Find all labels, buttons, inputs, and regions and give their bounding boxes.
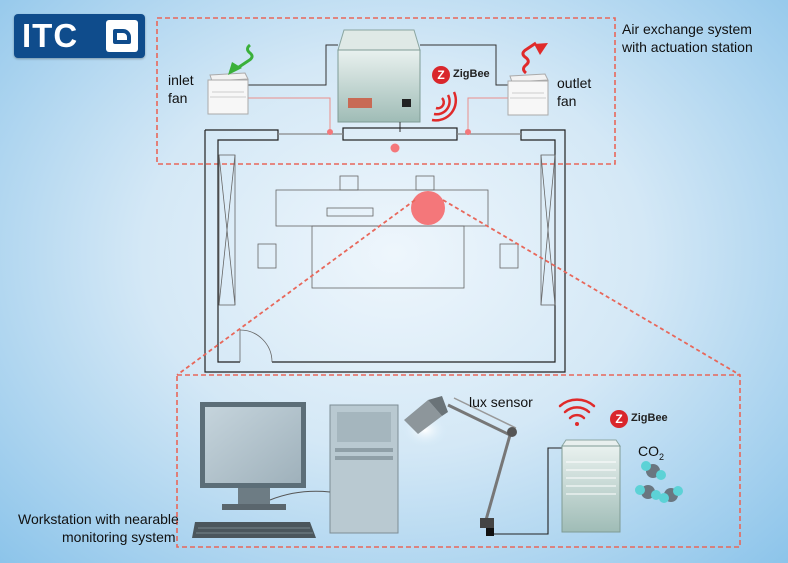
outlet-label-line2: fan (557, 93, 577, 109)
itc-logo: ITC (14, 14, 145, 58)
air-sensor-dot (390, 143, 400, 153)
zigbee-logo-icon: Z ZigBee (432, 66, 490, 84)
logo-mark-icon (106, 20, 138, 52)
keyboard (192, 522, 316, 538)
computer-monitor (200, 402, 306, 510)
room-furniture (218, 154, 556, 363)
lux-sensor-label: lux sensor (469, 394, 533, 410)
outlet-arrow-icon (521, 41, 537, 75)
logo-text: ITC (22, 17, 79, 54)
air-system-frame (156, 17, 616, 165)
air-system-label-line2: with actuation station (622, 39, 753, 55)
outlet-label-line1: outlet (557, 75, 592, 91)
co2-label: CO2 (638, 443, 664, 466)
wifi-signal-icon (558, 398, 596, 426)
inlet-label-line1: inlet (168, 72, 194, 88)
zoom-line-right (442, 199, 741, 376)
monitoring-device (561, 439, 621, 533)
inlet-label-line2: fan (168, 90, 188, 106)
zigbee-label-top: ZigBee (453, 68, 490, 80)
inlet-arrow-icon (235, 43, 254, 71)
co2-molecules-icon (635, 461, 683, 503)
inlet-fan (207, 72, 249, 115)
outlet-fan (507, 73, 549, 116)
workstation-label-line2: monitoring system (62, 529, 176, 545)
workstation-location-dot (411, 191, 445, 225)
co2-label-text: CO (638, 443, 659, 459)
pc-cable (269, 490, 331, 501)
air-sensor-dot (465, 129, 471, 135)
zoom-line-left (176, 199, 416, 376)
actuation-station (337, 29, 421, 123)
wifi-signal-icon (431, 91, 458, 122)
sensor-cable (494, 447, 566, 535)
air-system-label-line1: Air exchange system (622, 21, 752, 37)
workstation-frame (176, 374, 741, 548)
zigbee-label-bottom: ZigBee (631, 412, 668, 424)
workstation-label-line1: Workstation with nearable (18, 511, 179, 527)
control-wires (248, 44, 510, 132)
co2-label-subscript: 2 (659, 451, 665, 462)
desk-lamp (404, 396, 517, 536)
sensor-wires (248, 97, 510, 132)
zigbee-logo-icon: Z ZigBee (610, 410, 668, 428)
pc-tower (329, 404, 399, 534)
air-sensor-dot (327, 129, 333, 135)
